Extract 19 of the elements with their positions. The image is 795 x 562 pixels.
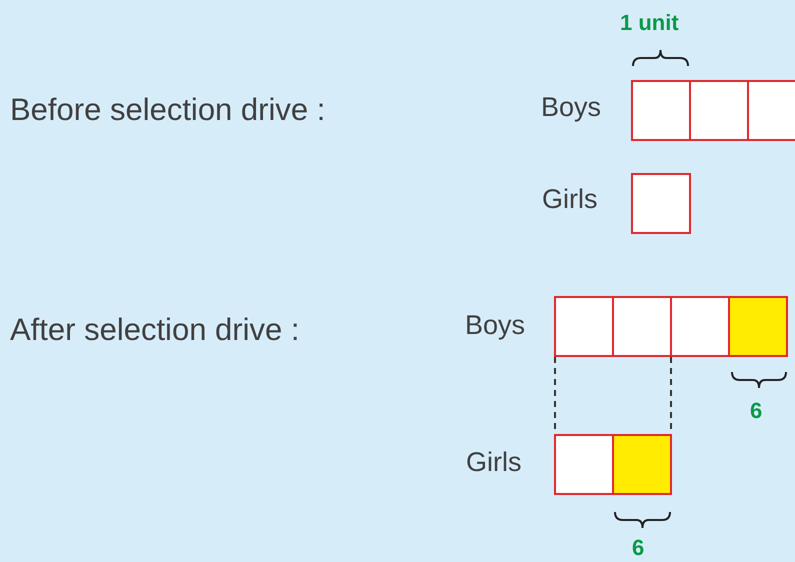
bar-label: Girls: [542, 186, 598, 213]
bar-unit: [689, 80, 749, 141]
quantity-label: 6: [632, 537, 644, 559]
bar-unit: [554, 296, 614, 357]
bar-label: Boys: [541, 94, 602, 121]
bar-unit: [612, 296, 672, 357]
quantity-label: 6: [750, 400, 762, 422]
bar-label: Boys: [465, 312, 526, 339]
bar-unit: [554, 434, 614, 495]
bar-unit: [728, 296, 788, 357]
bar-unit: [747, 80, 795, 141]
bar-unit: [631, 80, 691, 141]
row-heading: Before selection drive :: [10, 94, 326, 125]
bar-unit: [612, 434, 672, 495]
bar-unit: [631, 173, 691, 234]
row-heading: After selection drive :: [10, 314, 300, 345]
unit-label: 1 unit: [620, 12, 679, 34]
bar-label: Girls: [466, 449, 522, 476]
bar-unit: [670, 296, 730, 357]
